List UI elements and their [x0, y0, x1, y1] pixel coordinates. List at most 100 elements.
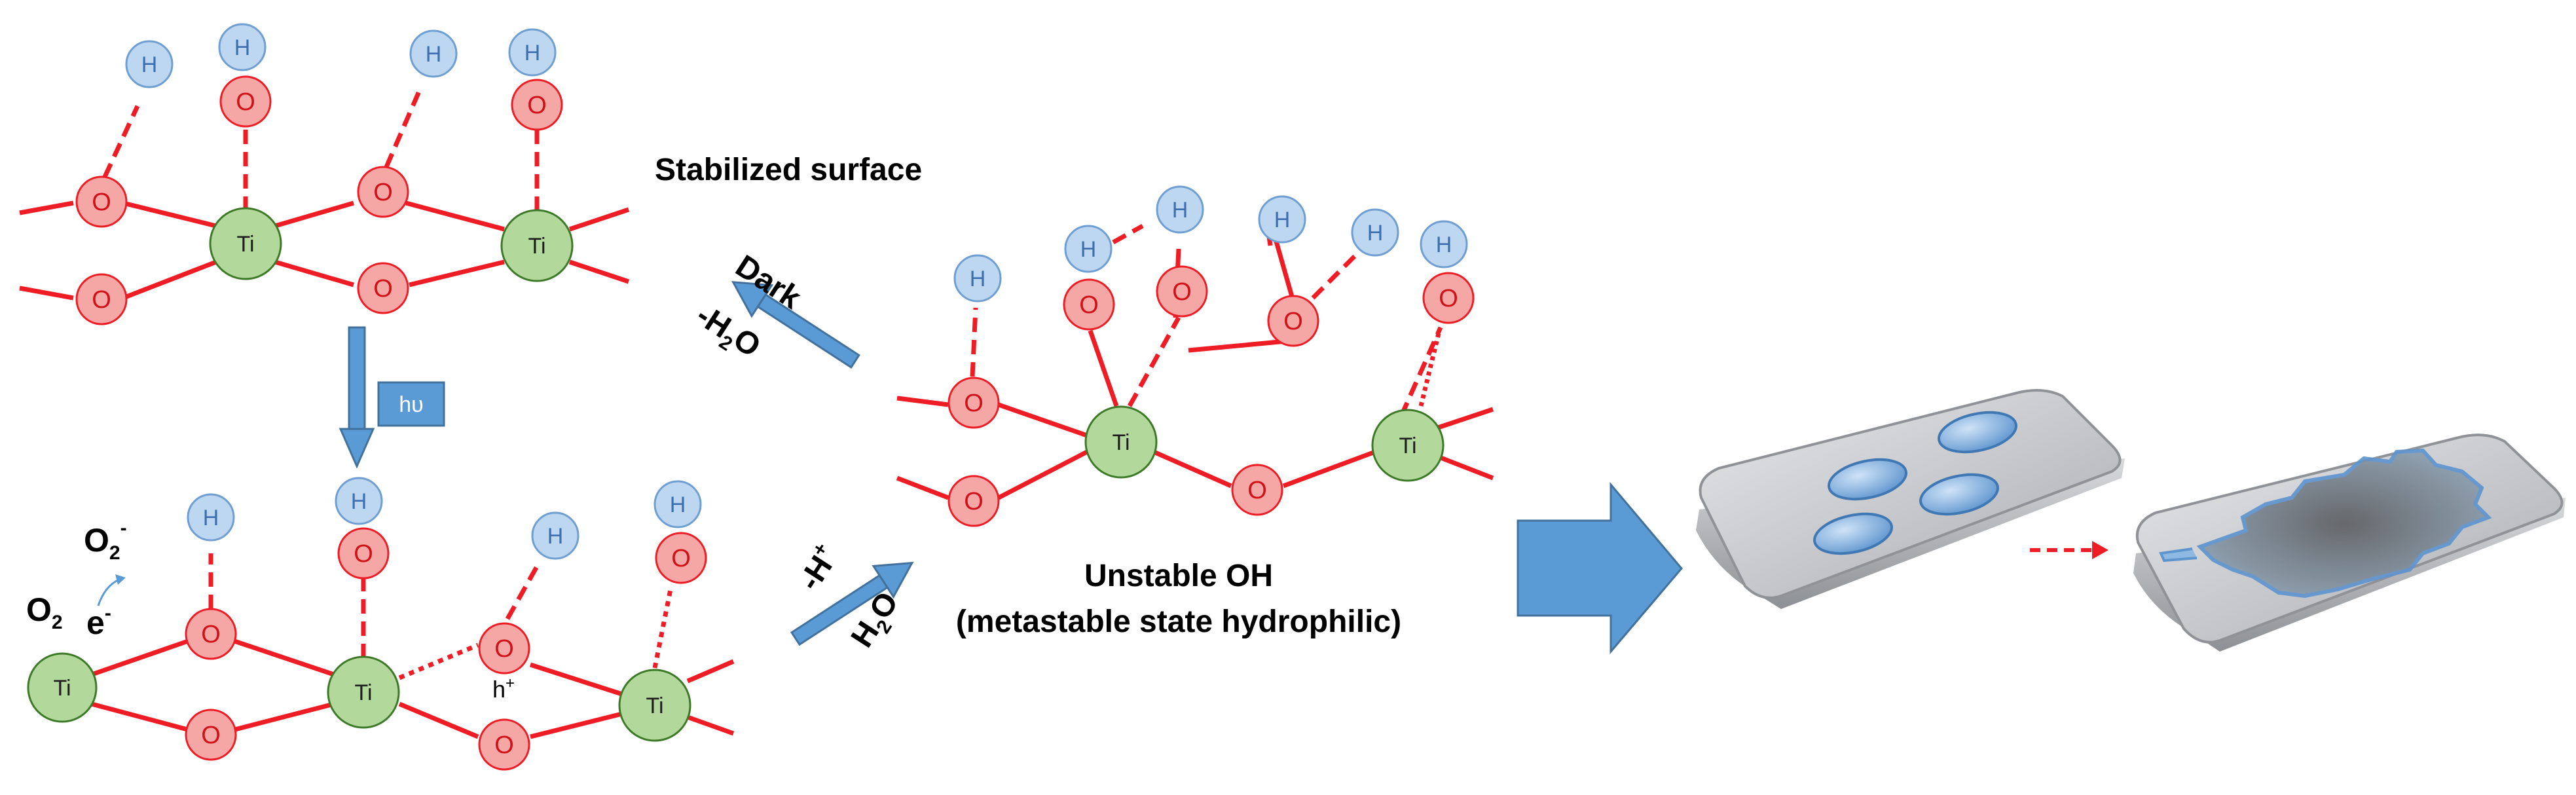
hydrogen-atom-label: H — [426, 42, 442, 67]
bond — [398, 642, 479, 680]
bond — [231, 638, 335, 677]
titanium-atom-label: Ti — [354, 680, 372, 705]
oxygen-atom-circle — [357, 262, 409, 314]
titanium-atom: Ti — [27, 652, 98, 723]
water-droplet — [1813, 512, 1893, 555]
bond — [405, 200, 505, 232]
titanium-atom: Ti — [1084, 405, 1158, 479]
oxygen-atom-label: O — [92, 286, 111, 314]
hydrogen-atom-label: H — [1274, 208, 1291, 232]
oxygen-atom-label: O — [964, 488, 984, 515]
titanium-atom-label: Ti — [1399, 434, 1416, 458]
oxygen-atom-label: O — [1172, 278, 1192, 306]
oxygen-atom-circle — [478, 622, 530, 675]
titanium-atom: Ti — [209, 207, 282, 280]
titanium-atom: Ti — [618, 669, 691, 742]
unstable-oh-label: Unstable OH — [1084, 559, 1273, 593]
water-droplet — [1828, 458, 1907, 501]
bond — [384, 87, 423, 168]
bond — [1433, 453, 1494, 481]
water-film — [2196, 448, 2492, 599]
bond — [1282, 449, 1376, 489]
oxygen-atom: O — [511, 79, 563, 131]
oxygen-atom: O — [185, 608, 237, 660]
oxygen-atom-circle — [1267, 295, 1319, 347]
unstable-oh-structure: O O O O O O O Ti Ti H H H H H H Unstable… — [896, 185, 1494, 639]
bond — [529, 662, 623, 697]
bond — [505, 565, 540, 620]
bond — [19, 200, 74, 215]
bond — [997, 449, 1088, 500]
bond — [686, 659, 735, 684]
hydrogen-atom-circle — [409, 29, 458, 78]
oxygen-atom-circle — [357, 166, 409, 218]
oxygen-atom-circle — [75, 273, 128, 325]
oxygen-atom: O — [948, 475, 1000, 527]
titanium-atom-circle — [1371, 409, 1444, 482]
hydrogen-atom-circle — [1420, 220, 1468, 268]
hydrogen-atom-circle — [508, 28, 557, 77]
bond — [1273, 238, 1296, 302]
bond — [686, 714, 735, 736]
bond — [896, 475, 949, 500]
hydrogen-atom-label: H — [1080, 237, 1097, 262]
oxygen-atom-label: O — [1283, 308, 1303, 335]
hydrogen-atom: H — [409, 29, 458, 78]
oxygen-atom-circle — [75, 176, 128, 228]
oxygen-atom-label: O — [494, 635, 514, 663]
bond — [568, 259, 630, 284]
hydrogen-atom-circle — [218, 23, 267, 71]
oxygen-atom-label: O — [671, 545, 691, 572]
oxygen-atom: O — [1422, 272, 1475, 324]
transition-block-arrow — [1517, 481, 1683, 655]
hydrogen-atom: H — [1351, 208, 1399, 257]
hydrogen-atom: H — [953, 254, 1002, 303]
water-droplet — [1938, 411, 2017, 454]
hydrogen-atom: H — [1420, 220, 1468, 268]
bond — [970, 307, 978, 377]
oxygen-atom: O — [1156, 265, 1208, 318]
bond — [122, 259, 217, 301]
oxygen-atom: O — [75, 176, 128, 228]
hydrogen-atom-circle — [187, 493, 235, 542]
bond — [1418, 330, 1442, 407]
oxygen-atom-circle — [511, 79, 563, 131]
hydrogen-atom-circle — [653, 480, 702, 528]
bond — [232, 701, 335, 733]
bond — [1311, 253, 1357, 300]
oxygen-atom-label: O — [1079, 291, 1099, 319]
bond — [90, 638, 191, 677]
hydrogen-atom-label: H — [1367, 221, 1384, 246]
oxygen-atom-circle — [185, 709, 237, 761]
spreading-dashed-arrow — [2030, 541, 2108, 559]
titanium-atom-circle — [618, 669, 691, 742]
oxygen-atom-label: O — [527, 92, 547, 119]
bond — [274, 200, 354, 229]
bond — [997, 402, 1088, 438]
oxygen-atom-circle — [948, 475, 1000, 527]
hydrogen-atom-label: H — [203, 506, 219, 530]
oxygen-atom-circle — [478, 718, 530, 771]
titanium-atom-label: Ti — [236, 232, 254, 257]
titanium-atom: Ti — [327, 656, 400, 729]
oxygen-atom-label: O — [92, 189, 111, 216]
titanium-atom-circle — [27, 652, 98, 723]
oxygen-atom-label: O — [201, 722, 221, 749]
oxygen-atom-label: O — [1439, 285, 1458, 312]
oxygen-atom-circle — [1063, 278, 1115, 331]
hole-label: h+ — [492, 675, 515, 703]
hydrogen-atom-label: H — [351, 489, 367, 514]
hydrogen-atom-circle — [125, 40, 174, 88]
metastable-hydrophilic-label: (metastable state hydrophilic) — [956, 604, 1401, 639]
bond — [409, 259, 505, 287]
hydrogen-atom-label: H — [1172, 198, 1188, 223]
oxygen-atom: O — [655, 532, 707, 584]
bond — [1152, 449, 1232, 489]
hydrogen-atom: H — [531, 511, 580, 560]
hydrogen-atom-label: H — [524, 41, 541, 65]
oxygen-atom-circle — [1156, 265, 1208, 318]
bond — [1188, 338, 1294, 353]
bond — [1112, 223, 1144, 245]
oxygen-atom: O — [75, 273, 128, 325]
